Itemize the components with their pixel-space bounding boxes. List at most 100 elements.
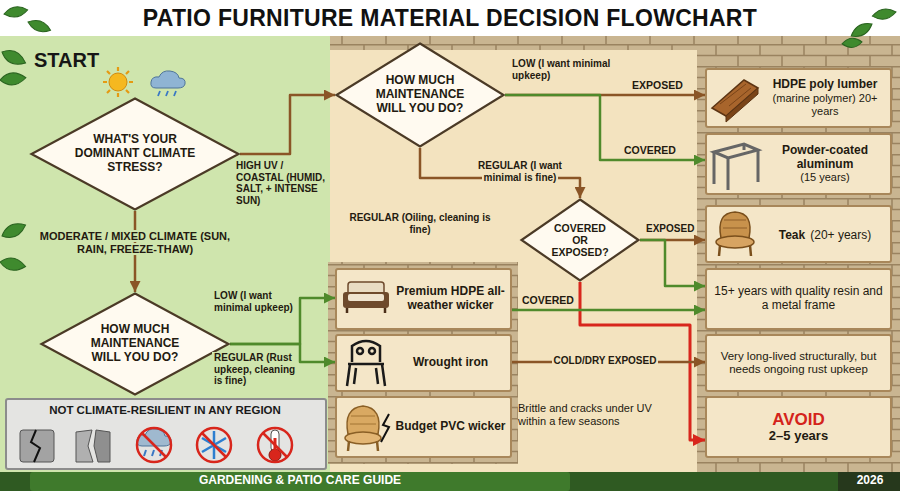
text-wrap: Powder-coated aluminum(15 years): [763, 144, 887, 184]
node-heading: HOW MUCH MAINTENANCE WILL YOU DO?: [370, 74, 470, 115]
footer-plate: [838, 472, 900, 491]
teak-chair-icon: [716, 212, 754, 256]
edge-label-slot: EXPOSED: [644, 223, 704, 235]
edge-label-slot: MODERATE / MIXED CLIMATE (SUN, RAIN, FRE…: [35, 230, 235, 255]
leaf-decor: [871, 7, 896, 21]
text-area: START: [34, 46, 154, 74]
text-area: Budget PVC wicker: [393, 399, 508, 455]
no-heat-icon: [258, 428, 292, 462]
no-freeze-icon: [202, 431, 226, 459]
edge-label: EXPOSED: [644, 223, 696, 234]
node-heading: Budget PVC wicker: [393, 420, 508, 434]
no-rain-icon: [137, 428, 171, 462]
label-slot: REGULAR (Oiling, cleaning is fine): [345, 212, 495, 235]
wrought-iron-chair-icon: [357, 348, 363, 354]
leaf-decor: [0, 256, 27, 272]
teak-chair-icon: [720, 212, 750, 238]
pvc-wicker-chair-icon: [345, 432, 381, 444]
node-heading: Very long-lived structurally, but needs …: [713, 350, 884, 376]
node-body: 2–5 years: [713, 429, 884, 444]
leaf-decor: [26, 17, 52, 35]
node-heading: START: [34, 49, 154, 72]
node-body: (15 years): [763, 171, 887, 184]
node-heading: COVERED OR EXPOSED?: [548, 222, 612, 258]
edge-label-slot: REGULAR (I want minimal is fine): [466, 160, 574, 183]
text-area: Premium HDPE all-weather wicker: [393, 271, 508, 327]
node-heading: AVOID: [713, 410, 884, 430]
broken-piece-icon: [94, 430, 110, 462]
sofa-icon: [343, 292, 389, 308]
cracked-tile-icon: [31, 430, 40, 462]
left-panel: [0, 36, 330, 472]
label-slot: GARDENING & PATIO CARE GUIDE: [40, 474, 560, 488]
pvc-wicker-chair-icon: [345, 406, 389, 451]
edge-label-slot: EXPOSED: [630, 79, 702, 91]
no-freeze-icon: [197, 428, 231, 462]
footer-band: [0, 472, 900, 491]
decision-diamond: START WHAT'S YOUR DOMINANT CLIMATE STRESS…: [30, 46, 240, 211]
title-slot: PATIO FURNITURE MATERIAL DECISION FLOWCH…: [0, 5, 900, 31]
teak-chair-icon: [716, 236, 754, 248]
aluminum-frame-icon: [714, 144, 758, 158]
edge-label-slot: HIGH UV / COASTAL (HUMID, SALT, + INTENS…: [234, 160, 328, 206]
edge-label: LOW (I want minimal upkeep): [212, 290, 295, 313]
edge-label: MODERATE / MIXED CLIMATE (SUN, RAIN, FRE…: [38, 230, 232, 255]
text-wrap: AVOID2–5 years: [713, 410, 884, 444]
text-area: COVERED OR EXPOSED?: [548, 219, 612, 261]
text-wrap: Very long-lived structurally, but needs …: [713, 350, 884, 376]
leaf-decor: [3, 5, 28, 19]
node-heading: Powder-coated aluminum: [763, 144, 887, 172]
stone-wall: [697, 50, 900, 472]
leaf-decor: [0, 220, 28, 242]
decision-diamond: HOW MUCH MAINTENANCE WILL YOU DO?: [40, 292, 230, 396]
rain-cloud-icon: [158, 91, 176, 96]
node-heading: Wrought iron: [393, 356, 508, 370]
edge-label: REGULAR (I want minimal is fine): [476, 160, 564, 183]
node-heading: HOW MUCH MAINTENANCE WILL YOU DO?: [85, 323, 185, 364]
text-wrap: WHAT'S YOUR DOMINANT CLIMATE STRESS?: [74, 133, 196, 174]
footer-plate: [30, 472, 570, 491]
footer-text: GARDENING & PATIO CARE GUIDE: [40, 474, 560, 488]
text-area: 15+ years with quality resin and a metal…: [713, 271, 884, 327]
sofa-icon: [348, 294, 384, 301]
leaf-decor: [842, 38, 863, 49]
sun-icon: [103, 67, 133, 97]
pvc-wicker-chair-icon: [381, 414, 389, 442]
edge-label-slot: COVERED: [520, 294, 600, 306]
leaf-decor: [0, 72, 26, 86]
edge-label-slot: LOW (I want minimal upkeep): [212, 290, 296, 313]
label-slot: 2026: [842, 474, 898, 488]
diamond-shape: [522, 200, 639, 281]
text-wrap: 15+ years with quality resin and a metal…: [713, 285, 884, 313]
text-area: HOW MUCH MAINTENANCE WILL YOU DO?: [85, 319, 185, 369]
material-box: Powder-coated aluminum(15 years): [705, 133, 892, 195]
edge-label: COVERED: [520, 294, 576, 306]
no-freeze-icon: [197, 428, 231, 462]
teak-chair-icon: [719, 245, 751, 256]
diamond-shape: [32, 99, 239, 210]
text-wrap: Premium HDPE all-weather wicker: [393, 285, 508, 313]
teak-chair-icon: [723, 220, 747, 228]
text-wrap: HDPE poly lumber(marine polymer) 20+ yea…: [763, 78, 887, 117]
node-heading: Premium HDPE all-weather wicker: [393, 285, 508, 313]
node-heading: HDPE poly lumber: [763, 78, 887, 92]
aluminum-frame-icon: [714, 144, 758, 190]
decision-diamond: HOW MUCH MAINTENANCE WILL YOU DO?: [335, 42, 505, 148]
title: PATIO FURNITURE MATERIAL DECISION FLOWCH…: [0, 5, 900, 31]
wrought-iron-chair-icon: [347, 364, 385, 386]
decision-diamond: COVERED OR EXPOSED?: [520, 198, 640, 282]
sofa-icon: [347, 308, 385, 313]
stone-wall: [328, 262, 518, 464]
sun-icon: [109, 73, 127, 91]
edge-label-slot: COVERED: [622, 144, 700, 156]
title-band: [0, 0, 900, 36]
pvc-wicker-chair-icon: [350, 416, 376, 424]
text-wrap: HOW MUCH MAINTENANCE WILL YOU DO?: [370, 74, 470, 115]
broken-piece-icon: [76, 430, 93, 462]
node-heading: NOT CLIMATE-RESILIENT IN ANY REGION: [11, 404, 319, 417]
flow-arrow: [505, 95, 705, 160]
aluminum-frame-icon: [714, 144, 758, 190]
poly-lumber-icon: [720, 84, 751, 106]
no-rain-icon: [142, 433, 166, 457]
